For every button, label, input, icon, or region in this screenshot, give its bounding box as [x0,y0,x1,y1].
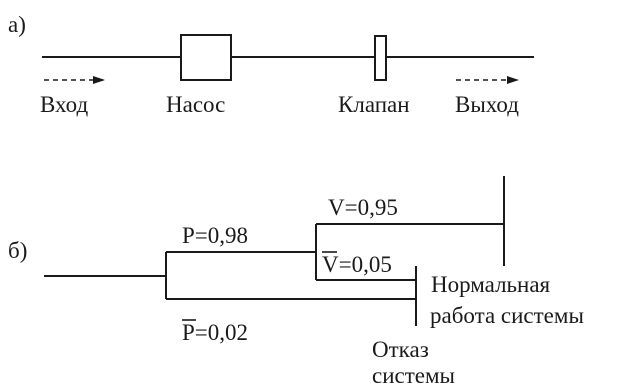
input-label: Вход [40,92,88,117]
normal-outcome-line1: Нормальная [431,272,551,297]
pump-label: Насос [166,92,225,117]
valve-label: Клапан [338,92,410,117]
valve-box [374,35,387,81]
pump-box [180,34,232,81]
failure-outcome-line1: Отказ [372,337,429,362]
normal-outcome-line2: работа системы [430,303,584,328]
v-bar-probability-label: V=0,05 [322,252,392,277]
p-bar-probability-label: P=0,02 [182,320,248,345]
v-probability-label: V=0,95 [328,195,398,220]
part-a-label: а) [8,12,26,37]
failure-outcome-line2: системы [372,363,455,387]
output-label: Выход [455,92,519,117]
p-probability-label: P=0,98 [182,223,248,248]
part-b-label: б) [8,238,27,263]
